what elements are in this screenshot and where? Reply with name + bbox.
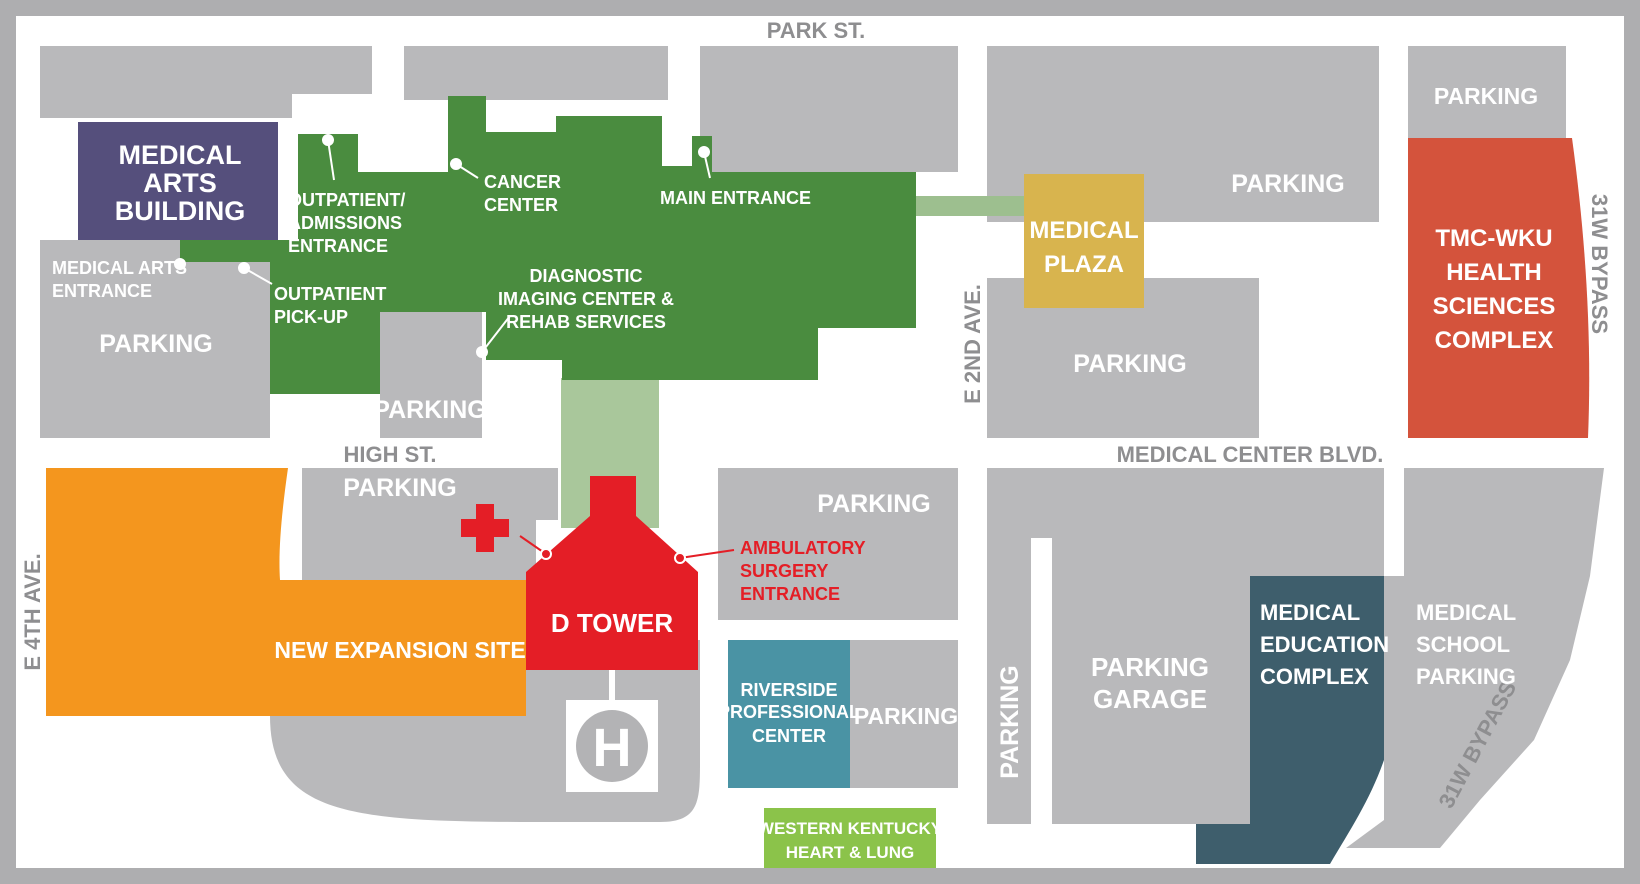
- label-outpatient-admissions-3: ENTRANCE: [288, 236, 388, 256]
- block-high-right: [536, 468, 558, 520]
- parking-e2nd-bottom: PARKING: [1073, 350, 1186, 378]
- label-medical-arts-entrance-1: MEDICAL ARTS: [52, 258, 187, 278]
- street-park: PARK ST.: [767, 18, 866, 43]
- block-park-east: [700, 46, 958, 172]
- label-tmc-1: TMC-WKU: [1435, 225, 1552, 252]
- label-diagnostic-1: DIAGNOSTIC: [529, 266, 642, 286]
- label-riverside-3: CENTER: [752, 726, 826, 746]
- label-school-parking-3: PARKING: [1416, 664, 1516, 689]
- parking-lot-small: [380, 312, 482, 438]
- label-ambulatory-2: SURGERY: [740, 561, 828, 581]
- block-garage-top: [987, 468, 1384, 576]
- block-riverside-parking: [850, 640, 958, 788]
- label-medical-plaza-1: MEDICAL: [1029, 217, 1138, 244]
- marker-outpatient-pickup-icon: [238, 262, 250, 274]
- block-nw-mid: [292, 46, 372, 94]
- label-medical-arts-entrance-2: ENTRANCE: [52, 281, 152, 301]
- label-cancer-2: CENTER: [484, 195, 558, 215]
- d-tower-building: [526, 476, 698, 670]
- label-med-edu-1: MEDICAL: [1260, 600, 1360, 625]
- heliport-icon: [576, 710, 648, 782]
- medical-education-complex: [1196, 576, 1384, 864]
- heliport-letter: H: [593, 718, 632, 778]
- label-school-parking-1: MEDICAL: [1416, 600, 1516, 625]
- label-main-entrance: MAIN ENTRANCE: [660, 188, 811, 208]
- block-nw: [40, 46, 292, 118]
- label-ambulatory-1: AMBULATORY: [740, 538, 866, 558]
- emergency-cross-icon: [461, 504, 509, 552]
- marker-outpatient-admissions-icon: [322, 134, 334, 146]
- western-kentucky-heart-lung: [764, 808, 936, 868]
- label-medical-plaza-2: PLAZA: [1044, 251, 1124, 278]
- parking-riverside: PARKING: [854, 703, 958, 729]
- block-parking-narrow: [987, 538, 1031, 824]
- label-ambulatory-3: ENTRANCE: [740, 584, 840, 604]
- label-medical-arts-1: MEDICAL: [119, 140, 242, 170]
- label-outpatient-admissions-1: OUTPATIENT/: [288, 190, 405, 210]
- block-garage: [1052, 506, 1250, 824]
- street-high: HIGH ST.: [344, 442, 437, 467]
- marker-main-entrance-icon: [698, 146, 710, 158]
- medical-plaza-building: [1024, 174, 1144, 308]
- label-med-edu-3: COMPLEX: [1260, 664, 1369, 689]
- label-medical-arts-2: ARTS: [143, 168, 217, 198]
- label-garage-1: PARKING: [1091, 652, 1209, 682]
- label-medical-arts-3: BUILDING: [115, 196, 246, 226]
- parking-small: PARKING: [373, 396, 486, 424]
- street-medical-center-blvd: MEDICAL CENTER BLVD.: [1117, 442, 1384, 467]
- riverside-professional-center: [728, 640, 850, 788]
- label-med-edu-2: EDUCATION: [1260, 632, 1389, 657]
- label-riverside-2: PROFESSIONAL: [718, 702, 860, 722]
- main-hospital-building: [180, 96, 916, 394]
- label-diagnostic-2: IMAGING CENTER &: [498, 289, 674, 309]
- block-school-parking: [1346, 468, 1604, 848]
- label-outpatient-pickup-1: OUTPATIENT: [274, 284, 386, 304]
- label-tmc-4: COMPLEX: [1435, 327, 1554, 354]
- label-school-parking-2: SCHOOL: [1416, 632, 1510, 657]
- street-e-4th: E 4TH AVE.: [20, 553, 45, 670]
- parking-tmc: PARKING: [1434, 83, 1538, 109]
- label-d-tower: D TOWER: [551, 608, 674, 638]
- block-park-mid: [404, 46, 668, 100]
- parking-ambulatory: PARKING: [817, 490, 930, 518]
- label-cancer-1: CANCER: [484, 172, 561, 192]
- marker-emergency-icon: [540, 548, 552, 560]
- street-bypass-top: 31W BYPASS: [1587, 194, 1612, 334]
- parking-high: PARKING: [343, 474, 456, 502]
- marker-cancer-center-icon: [450, 158, 462, 170]
- parking-west: PARKING: [99, 330, 212, 358]
- label-tmc-2: HEALTH: [1446, 259, 1542, 286]
- label-outpatient-admissions-2: ADMISSIONS: [288, 213, 402, 233]
- label-wk-heart-2: HEART & LUNG: [786, 843, 914, 862]
- label-diagnostic-3: REHAB SERVICES: [506, 312, 666, 332]
- street-e-2nd: E 2ND AVE.: [960, 284, 985, 404]
- block-ambulatory-parking: [718, 468, 958, 620]
- marker-ambulatory-icon: [674, 552, 686, 564]
- marker-diagnostic-icon: [476, 346, 488, 358]
- block-tmc-parking: [1408, 46, 1566, 138]
- parking-lot-west: [40, 240, 270, 438]
- skywalk-plaza: [900, 196, 1026, 216]
- label-riverside-1: RIVERSIDE: [740, 680, 837, 700]
- parking-e2nd-top: PARKING: [1231, 170, 1344, 198]
- label-tmc-3: SCIENCES: [1433, 293, 1556, 320]
- new-expansion-site: [46, 468, 526, 716]
- label-outpatient-pickup-2: PICK-UP: [274, 307, 348, 327]
- label-garage-2: GARAGE: [1093, 684, 1207, 714]
- parking-narrow: PARKING: [996, 665, 1024, 778]
- tmc-wku-building: [1408, 138, 1590, 438]
- drive-loop-road: [231, 711, 721, 857]
- label-wk-heart-1: WESTERN KENTUCKY: [758, 819, 943, 838]
- medical-arts-building: [78, 122, 278, 240]
- label-expansion: NEW EXPANSION SITE: [274, 637, 525, 663]
- marker-medical-arts-entrance-icon: [174, 258, 186, 270]
